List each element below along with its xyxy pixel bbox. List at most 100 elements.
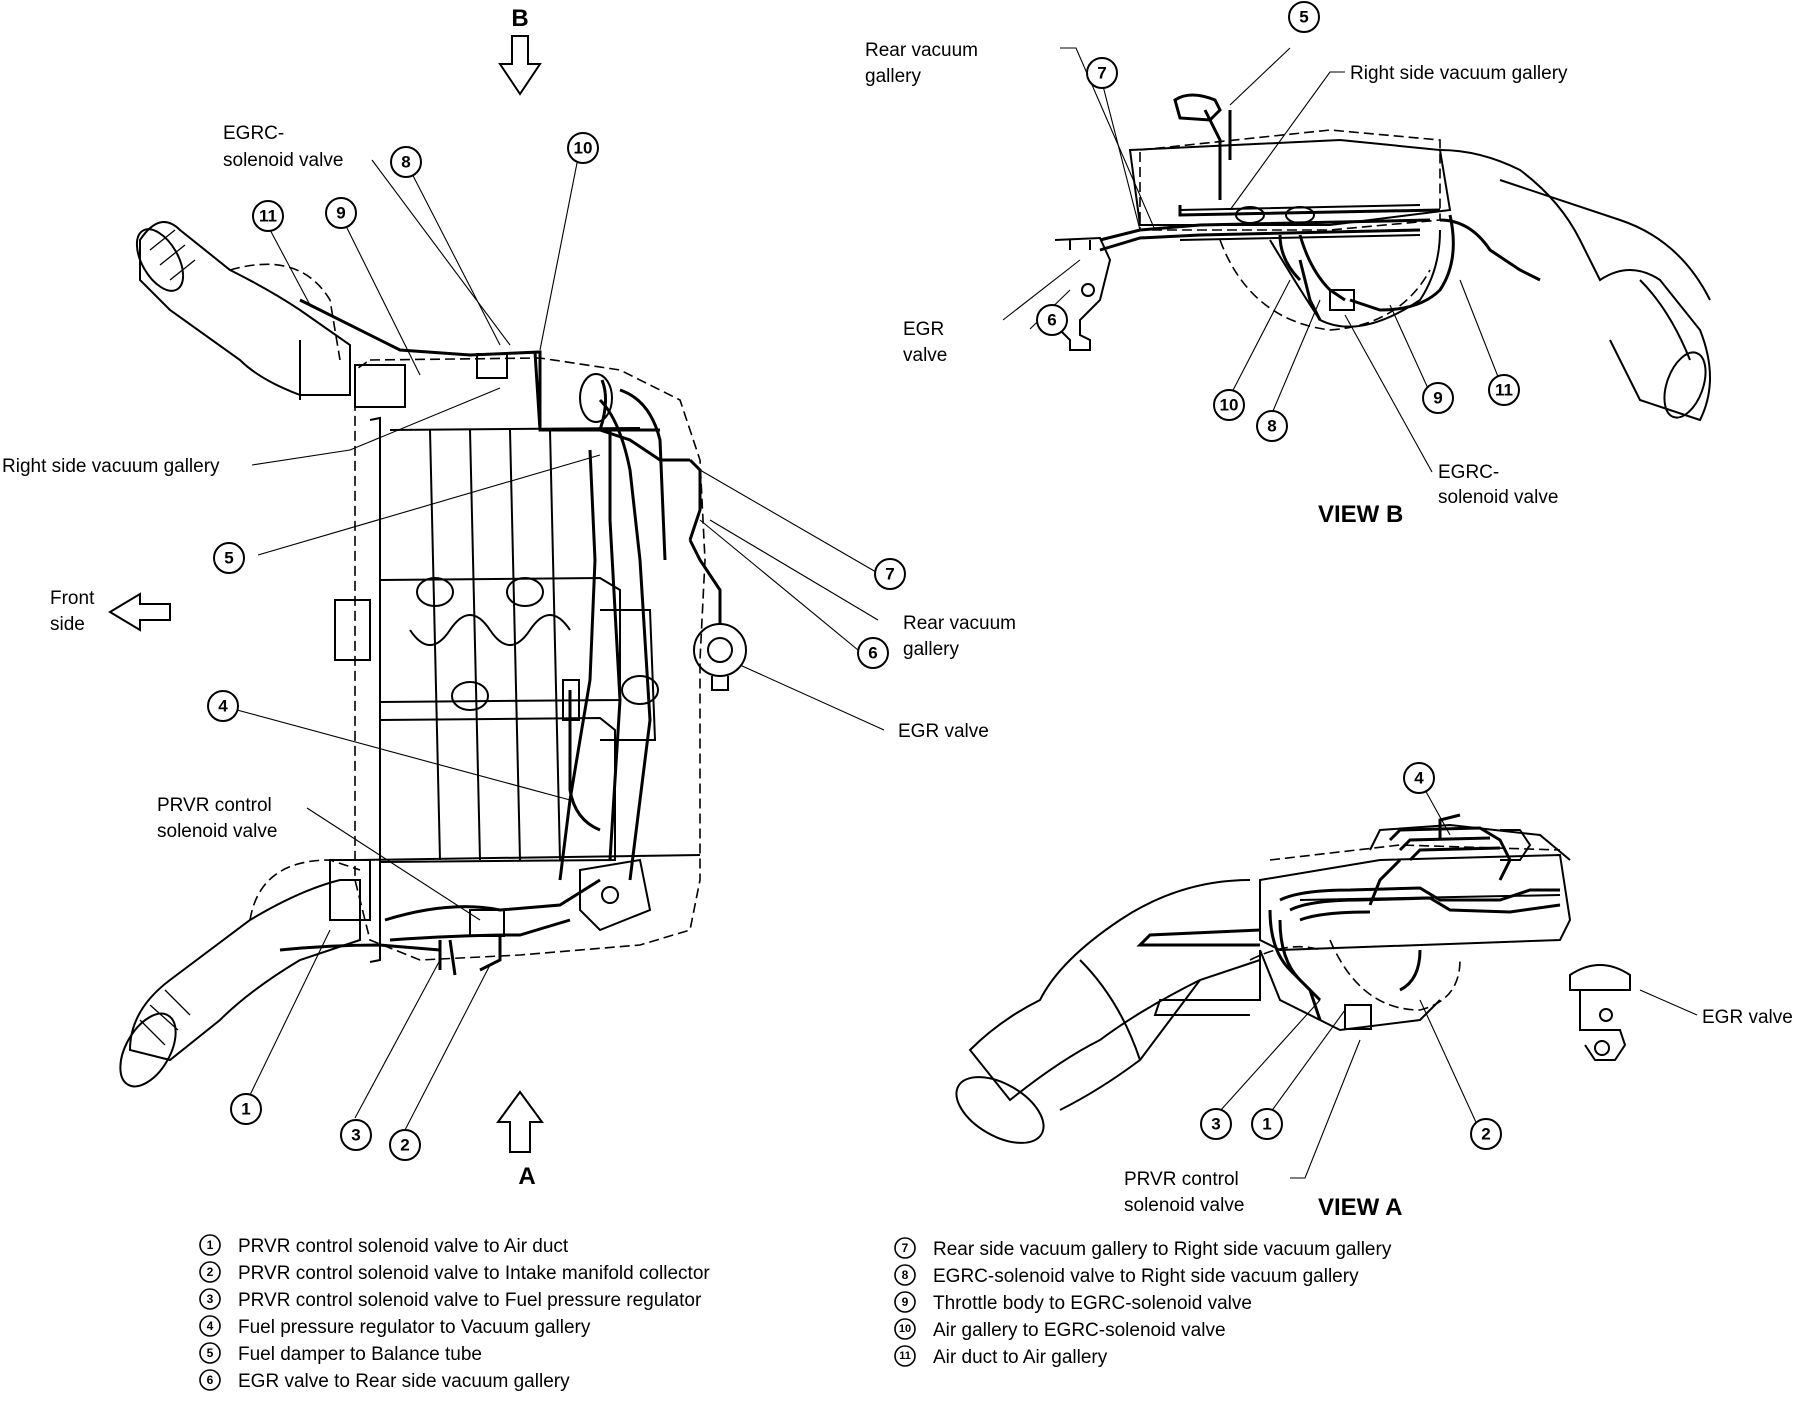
svg-text:8: 8	[1267, 417, 1276, 436]
svg-text:10: 10	[1220, 396, 1239, 415]
main-leader-lines	[236, 159, 885, 1131]
legend-item-11: 11 Air duct to Air gallery	[894, 1345, 1108, 1368]
callout-8: 8	[390, 146, 422, 178]
svg-text:4: 4	[207, 1319, 214, 1333]
view-a-prvr-label-1: PRVR control	[1124, 1169, 1239, 1190]
main-engine-view: B A Front side	[2, 5, 1016, 1190]
view-b-arrow: B	[498, 5, 542, 96]
view-b-callout-11: 11	[1488, 374, 1520, 406]
svg-text:1: 1	[207, 1238, 214, 1252]
legend-item-6: 6 EGR valve to Rear side vacuum gallery	[199, 1369, 570, 1392]
svg-text:3: 3	[1211, 1115, 1220, 1134]
view-a-egr-valve	[1569, 964, 1631, 1061]
svg-text:2: 2	[1481, 1125, 1490, 1144]
svg-text:7: 7	[1097, 64, 1106, 83]
view-a-callout-4: 4	[1403, 762, 1435, 794]
callout-4: 4	[207, 690, 239, 722]
view-a: EGR valve PRVR control solenoid valve VI…	[955, 762, 1793, 1221]
view-a-callout-1: 1	[1251, 1108, 1283, 1140]
egrc-label-2: solenoid valve	[223, 150, 343, 171]
svg-text:EGR valve to Rear side vacuum: EGR valve to Rear side vacuum gallery	[238, 1371, 570, 1392]
engine-block	[334, 357, 706, 963]
view-a-arrow: A	[496, 1090, 544, 1190]
svg-text:2: 2	[207, 1265, 214, 1279]
view-b-hoses	[1099, 205, 1541, 321]
callout-6: 6	[857, 637, 889, 669]
svg-text:7: 7	[902, 1241, 909, 1255]
svg-text:PRVR control solenoid valve to: PRVR control solenoid valve to Air duct	[238, 1236, 569, 1257]
legend-item-1: 1 PRVR control solenoid valve to Air duc…	[199, 1234, 569, 1257]
egr-valve-main	[688, 458, 747, 691]
view-b-arrow-label: B	[511, 5, 528, 32]
rear-vacuum-label-2: gallery	[903, 639, 959, 660]
svg-text:Air duct to Air gallery: Air duct to Air gallery	[933, 1347, 1108, 1368]
svg-text:5: 5	[1299, 8, 1308, 27]
svg-text:3: 3	[351, 1126, 360, 1145]
view-b-callout-5: 5	[1288, 1, 1320, 33]
svg-text:9: 9	[902, 1295, 909, 1309]
svg-text:11: 11	[899, 1350, 911, 1362]
front-side-label-1: Front	[50, 588, 95, 609]
egrc-label-1: EGRC-	[223, 123, 284, 144]
svg-text:7: 7	[885, 565, 894, 584]
callout-2: 2	[389, 1129, 421, 1161]
front-side-arrow: Front side	[50, 588, 171, 635]
prvr-label-2: solenoid valve	[157, 821, 277, 842]
legend-item-5: 5 Fuel damper to Balance tube	[199, 1342, 482, 1365]
view-b-callout-6: 6	[1036, 304, 1068, 336]
svg-text:8: 8	[401, 153, 410, 172]
legend-item-10: 10 Air gallery to EGRC-solenoid valve	[894, 1318, 1226, 1341]
view-a-leader-lines	[1219, 787, 1698, 1179]
svg-text:11: 11	[259, 207, 277, 226]
legend-right: 7 Rear side vacuum gallery to Right side…	[894, 1237, 1392, 1368]
callout-5: 5	[213, 542, 245, 574]
main-vacuum-hoses	[279, 298, 690, 976]
callout-3: 3	[340, 1119, 372, 1151]
view-b-egr-valve	[1054, 236, 1112, 351]
svg-text:5: 5	[207, 1346, 214, 1360]
svg-text:4: 4	[1414, 769, 1424, 788]
lower-air-duct	[119, 859, 371, 1088]
legend-item-3: 3 PRVR control solenoid valve to Fuel pr…	[199, 1288, 702, 1311]
svg-text:2: 2	[400, 1136, 409, 1155]
view-b-callout-10: 10	[1213, 389, 1245, 421]
svg-text:9: 9	[336, 204, 345, 223]
view-b-fuel-damper	[1173, 93, 1232, 200]
view-a-fuel-pressure-regulator	[1388, 813, 1532, 881]
view-a-egr-valve-label: EGR valve	[1702, 1007, 1793, 1028]
callout-11: 11	[252, 200, 284, 232]
callout-9: 9	[325, 197, 357, 229]
view-b-callout-9: 9	[1422, 382, 1454, 414]
svg-text:8: 8	[902, 1268, 909, 1282]
legend-left: 1 PRVR control solenoid valve to Air duc…	[199, 1234, 710, 1392]
svg-text:Air gallery to EGRC-solenoid v: Air gallery to EGRC-solenoid valve	[933, 1320, 1226, 1341]
legend-item-8: 8 EGRC-solenoid valve to Right side vacu…	[894, 1264, 1359, 1287]
view-a-title: VIEW A	[1318, 1194, 1402, 1221]
rear-vacuum-label-1: Rear vacuum	[903, 613, 1016, 634]
view-b-rear-vacuum-label-2: gallery	[865, 66, 921, 87]
callout-10: 10	[567, 132, 599, 164]
svg-text:10: 10	[899, 1323, 911, 1335]
svg-text:1: 1	[1262, 1115, 1271, 1134]
legend-item-2: 2 PRVR control solenoid valve to Intake …	[199, 1261, 710, 1284]
svg-text:Fuel pressure regulator to Vac: Fuel pressure regulator to Vacuum galler…	[238, 1317, 591, 1338]
egr-valve-label: EGR valve	[898, 721, 989, 742]
view-b-egr-label-2: valve	[903, 345, 947, 366]
view-a-hoses	[1136, 858, 1561, 1030]
svg-text:9: 9	[1433, 389, 1442, 408]
view-b-engine	[1128, 129, 1711, 422]
legend-item-7: 7 Rear side vacuum gallery to Right side…	[894, 1237, 1392, 1260]
svg-text:4: 4	[218, 697, 228, 716]
view-b: Rear vacuum gallery Right side vacuum ga…	[865, 1, 1711, 528]
view-b-right-side-gallery-label: Right side vacuum gallery	[1350, 63, 1568, 84]
svg-text:5: 5	[224, 549, 233, 568]
legend-item-4: 4 Fuel pressure regulator to Vacuum gall…	[199, 1315, 591, 1338]
svg-text:Rear side vacuum gallery to Ri: Rear side vacuum gallery to Right side v…	[933, 1239, 1392, 1260]
callout-1: 1	[230, 1093, 262, 1125]
svg-text:EGRC-solenoid valve to Right s: EGRC-solenoid valve to Right side vacuum…	[933, 1266, 1359, 1287]
upper-air-duct	[135, 221, 406, 408]
view-b-callout-8: 8	[1256, 410, 1288, 442]
svg-text:11: 11	[1495, 381, 1513, 400]
svg-text:Throttle body to EGRC-solenoid: Throttle body to EGRC-solenoid valve	[933, 1293, 1252, 1314]
svg-text:Fuel damper to Balance tube: Fuel damper to Balance tube	[238, 1344, 482, 1365]
